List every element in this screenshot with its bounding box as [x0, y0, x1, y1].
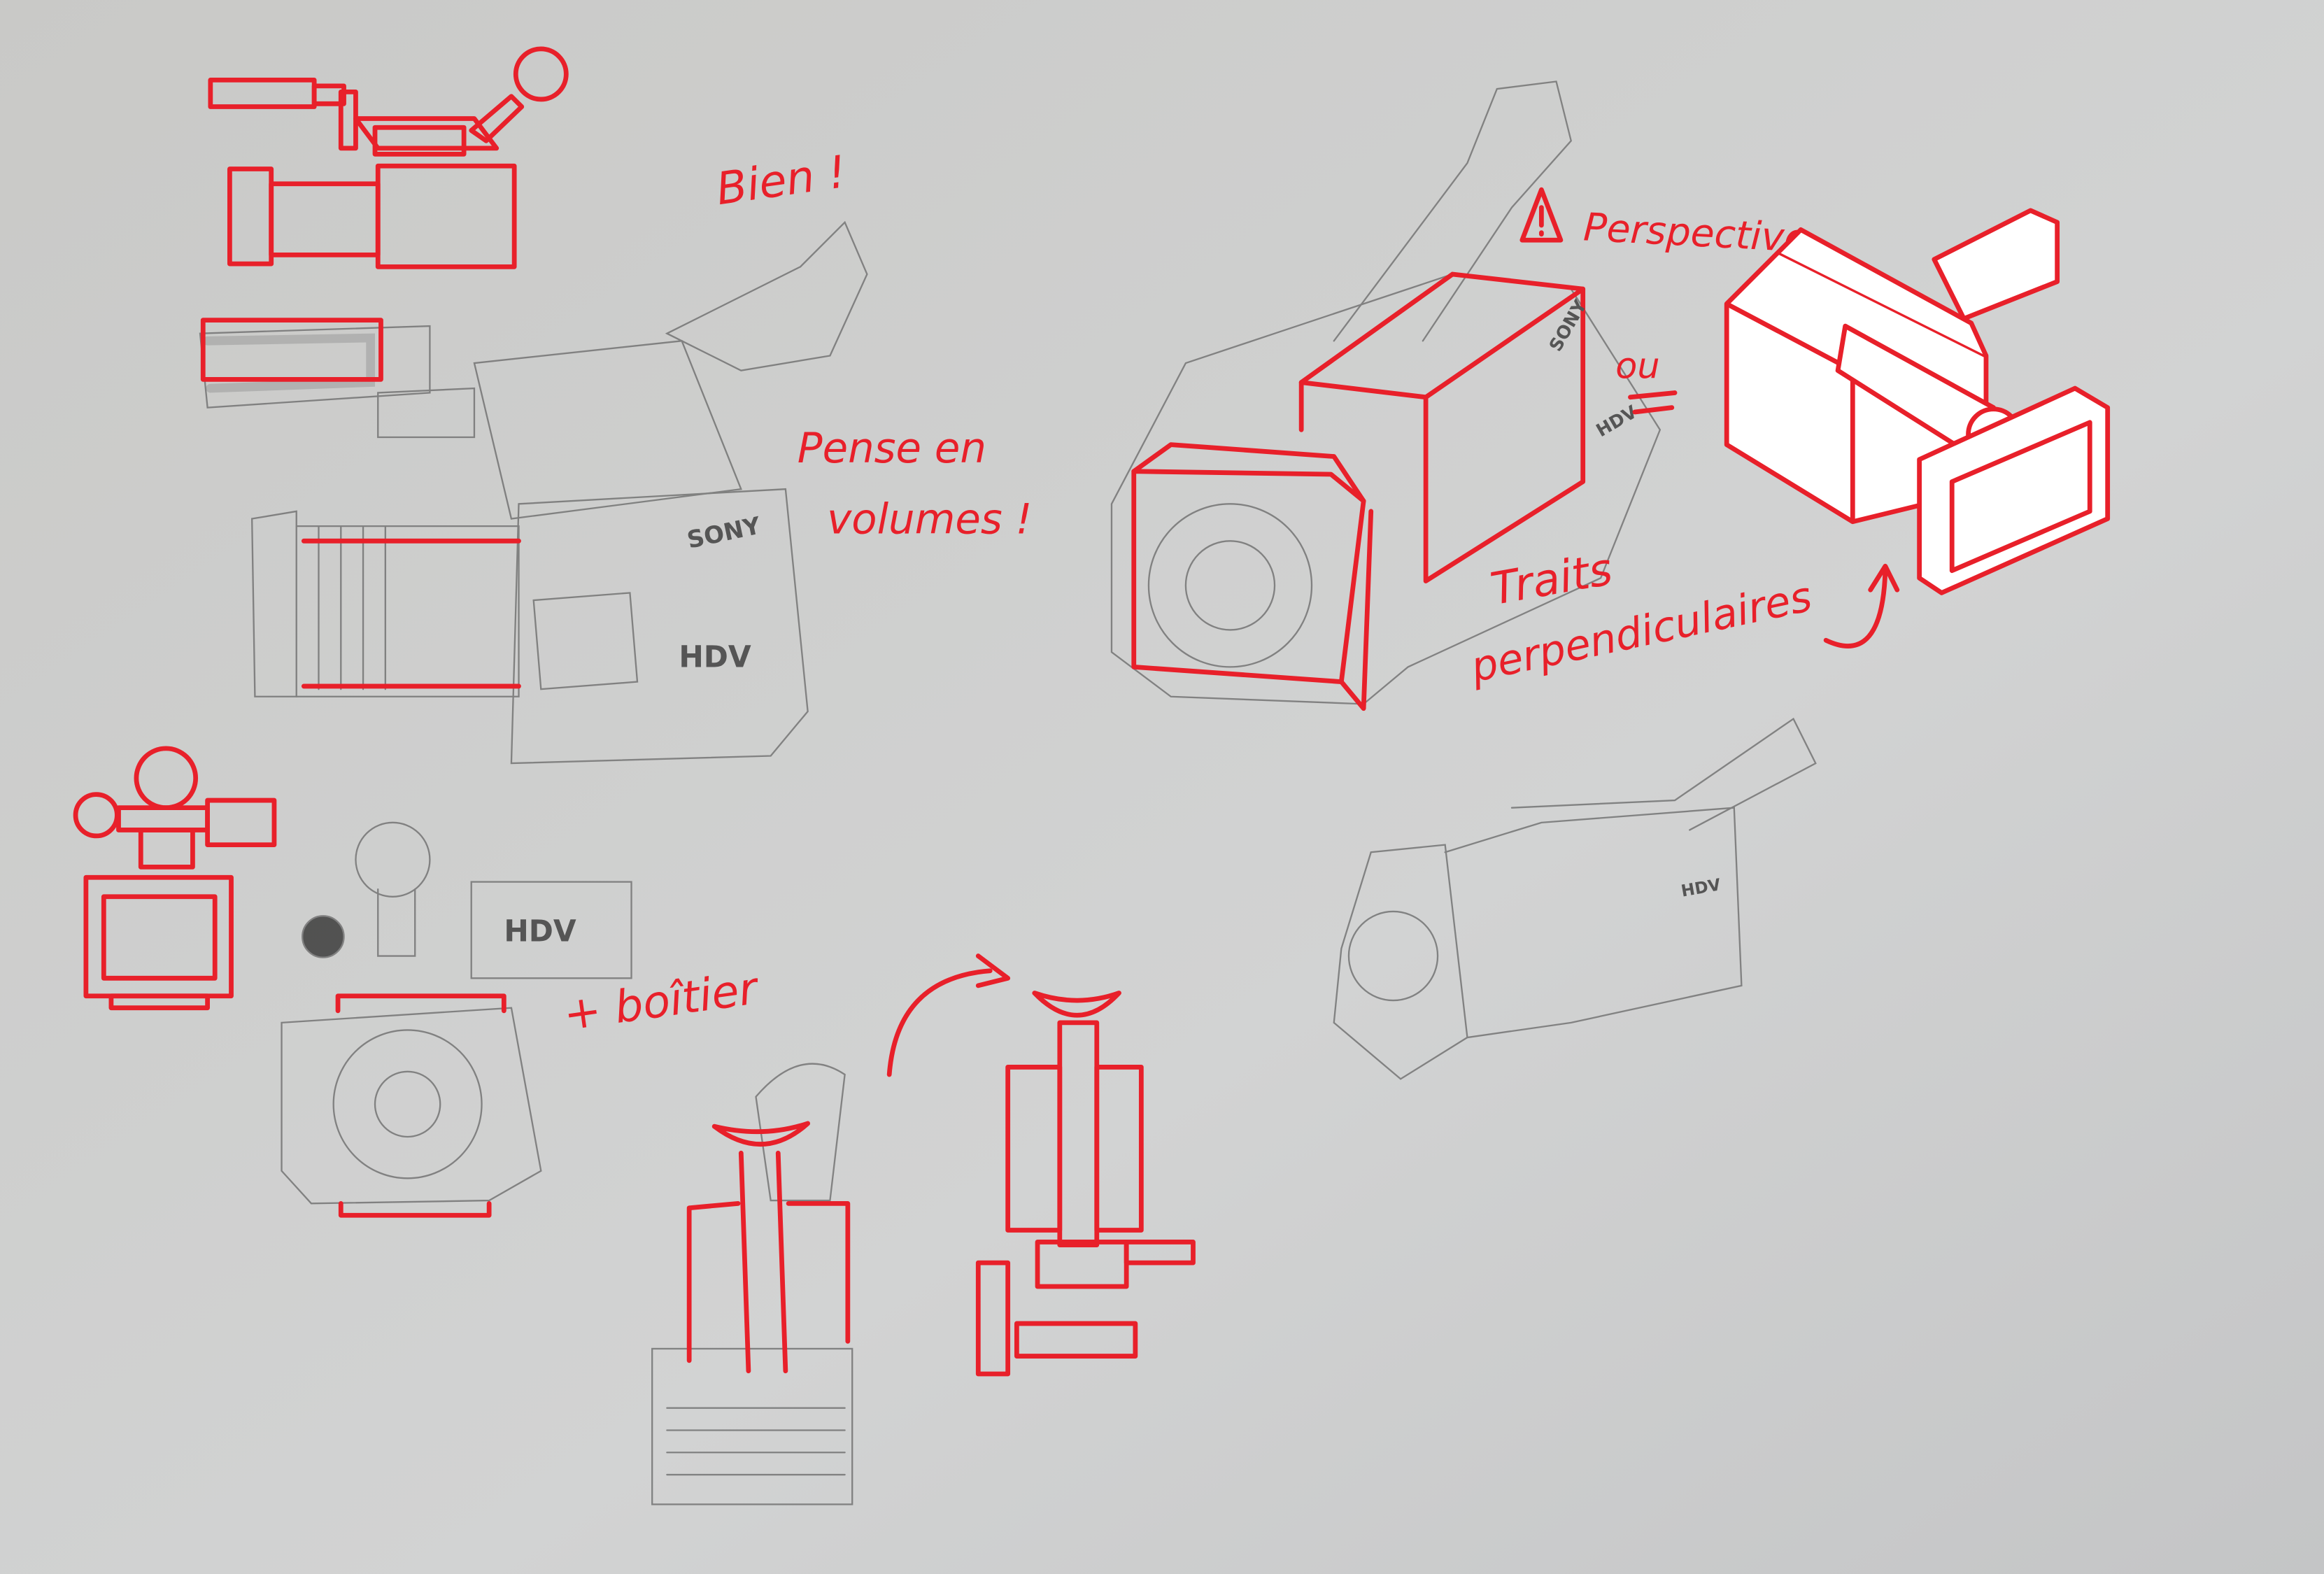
pencil-camcorder-perspective	[1110, 80, 1661, 705]
annotation-ou: ou	[1615, 345, 1659, 386]
pencil-camcorder-lower-right	[1333, 717, 1817, 1080]
red-overlay-perspective-boxes	[1131, 271, 1586, 711]
annotation-volumes: volumes !	[827, 495, 1032, 544]
red-schematic-camcorder-side	[208, 46, 569, 269]
red-overlay-front	[335, 993, 506, 1218]
pencil-label-hdv-left: HDV	[679, 639, 751, 674]
pencil-camcorder-back	[651, 1063, 853, 1505]
red-schematic-camcorder-front	[73, 746, 277, 1011]
pencil-camcorder-side	[199, 220, 868, 765]
curved-arrow-icon	[886, 953, 1011, 1077]
annotation-pense-en: Pense en	[798, 424, 986, 472]
red-overlay-side-volumes	[200, 318, 521, 689]
pencil-camcorder-front	[281, 821, 632, 1205]
pencil-label-hdv-box: HDV	[504, 914, 576, 948]
red-schematic-back-left	[686, 1121, 851, 1374]
red-schematic-back-right	[975, 991, 1196, 1377]
equals-mark	[1628, 390, 1678, 415]
curved-arrow-icon	[1823, 563, 1900, 648]
red-isometric-camcorder	[1724, 208, 2111, 595]
warning-icon	[1519, 187, 1564, 243]
